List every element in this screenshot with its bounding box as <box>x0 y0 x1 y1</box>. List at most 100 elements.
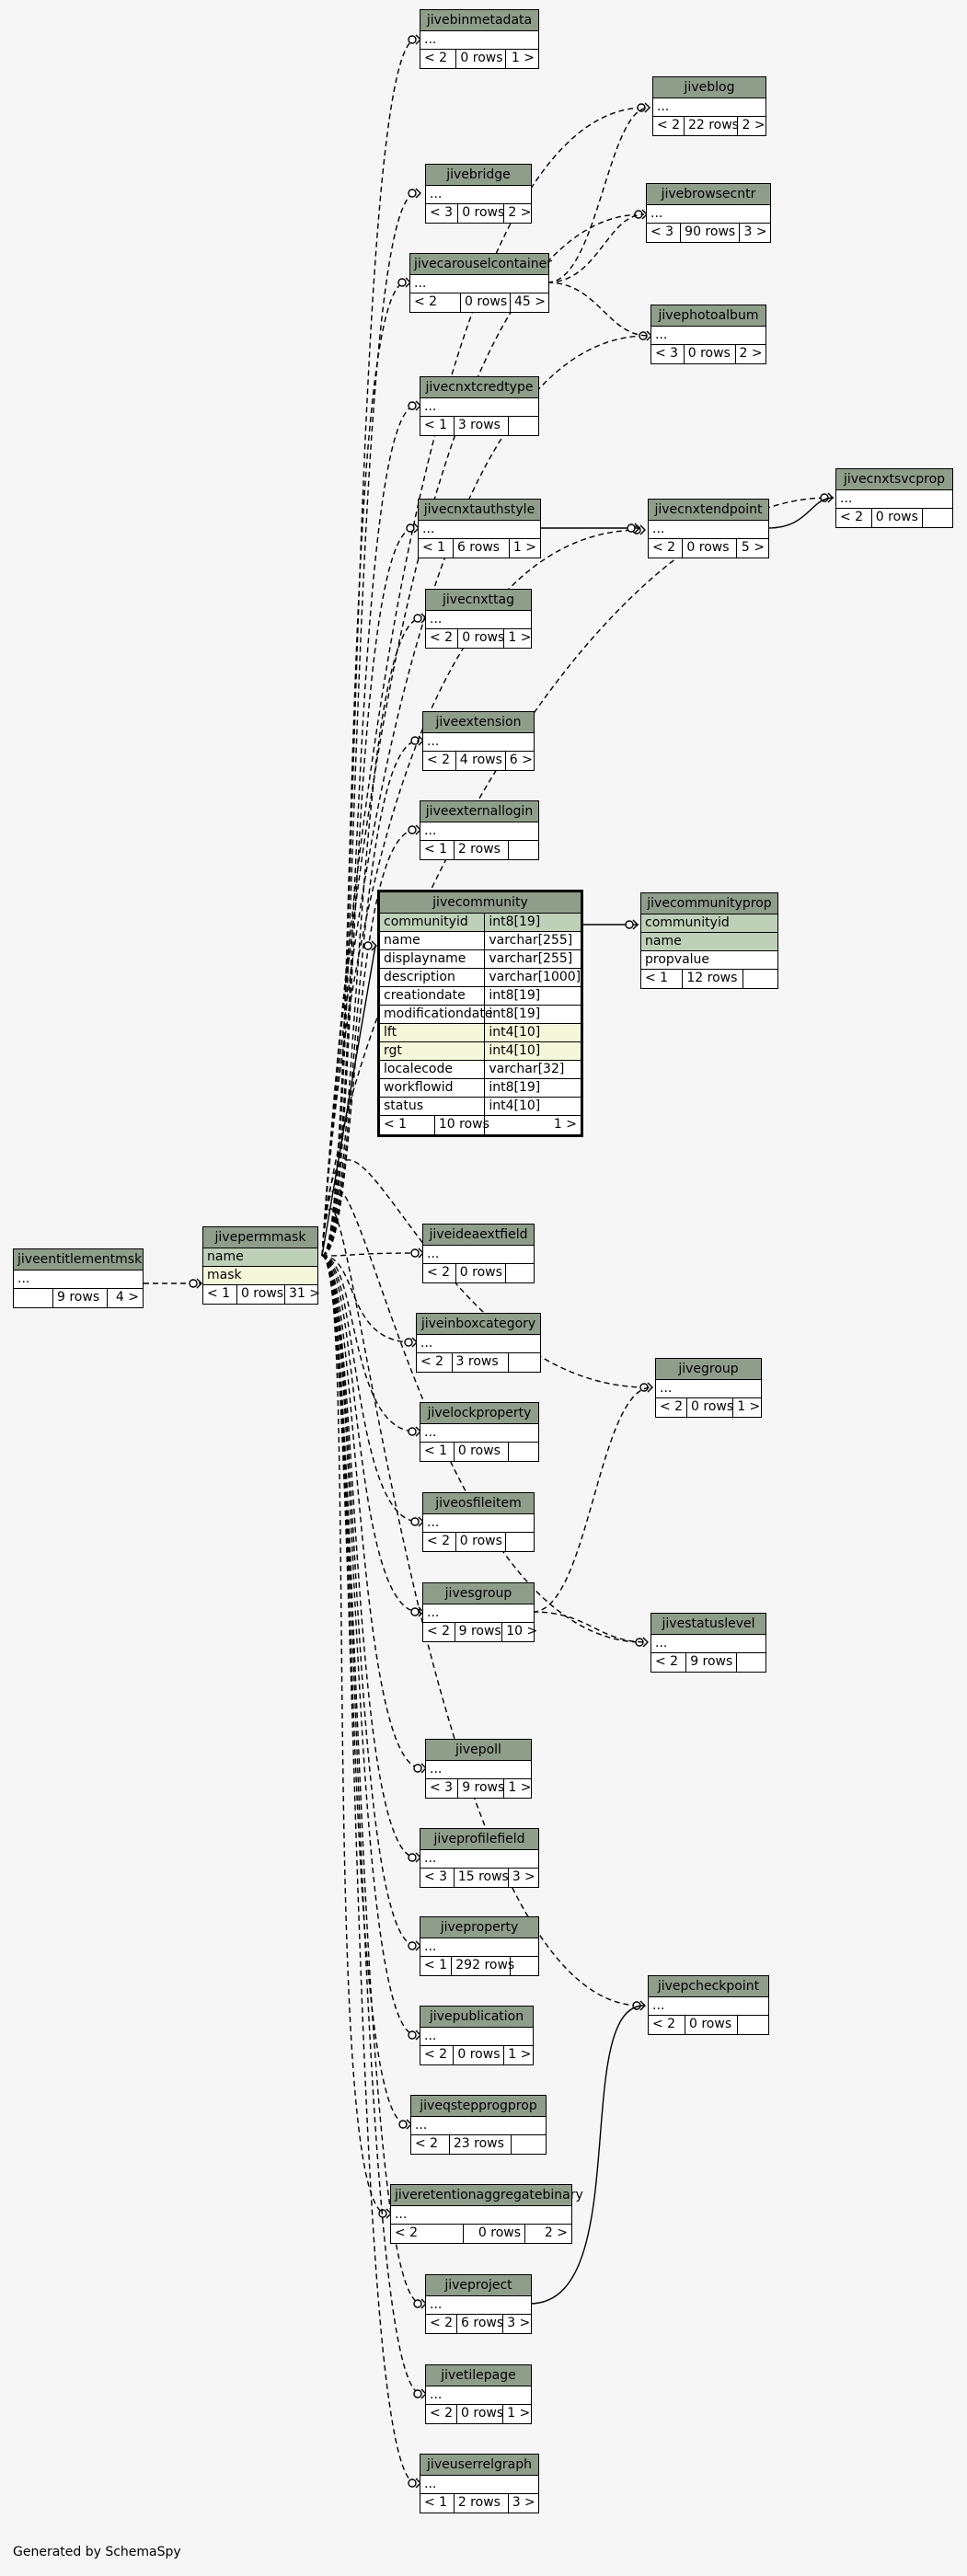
row-count: 0 rows <box>453 2046 503 2064</box>
parents-count: < 2 <box>652 2017 676 2031</box>
children-count <box>922 509 952 527</box>
table-name: jivebridge <box>426 165 531 186</box>
relationship-line <box>321 1252 420 1257</box>
relationship-line <box>321 335 648 1257</box>
column-placeholder: ... <box>840 491 853 506</box>
table-name: jiveosfileitem <box>423 1493 534 1514</box>
parents-count: < 1 <box>645 971 669 985</box>
row-count: 6 rows <box>456 2315 503 2333</box>
relationship-endpoint <box>408 189 417 198</box>
parents-count: < 2 <box>424 2047 448 2062</box>
column-placeholder: ... <box>655 328 668 342</box>
column-type: int8[19] <box>484 1079 581 1097</box>
relationship-endpoint <box>627 523 636 533</box>
row-count: 0 rows <box>457 204 504 223</box>
crowfoot-mark <box>639 2000 646 2011</box>
row-count: 9 rows <box>52 1289 107 1307</box>
parents-count: < 2 <box>430 2406 454 2421</box>
children-count: 2 > <box>503 204 531 223</box>
column-placeholder: ... <box>427 1605 440 1620</box>
column-placeholder: ... <box>424 399 437 414</box>
children-count: 1 > <box>503 1779 531 1798</box>
table-name: jiveuserrelgraph <box>420 2455 538 2476</box>
parents-count: < 2 <box>420 1354 444 1369</box>
relationship-line <box>547 282 650 337</box>
column-type: int4[10] <box>484 1042 581 1060</box>
row-count: 23 rows <box>448 2135 511 2154</box>
children-count: 31 > <box>284 1285 320 1304</box>
row-count: 9 rows <box>457 1779 504 1798</box>
column-type: int4[10] <box>484 1098 581 1115</box>
relationship-endpoint <box>378 2209 387 2218</box>
children-count: 1 > <box>503 2046 533 2064</box>
parents-count: < 1 <box>422 540 446 555</box>
column-placeholder: ... <box>652 522 665 536</box>
column-placeholder: ... <box>427 1515 440 1530</box>
relationship-endpoint <box>413 614 422 623</box>
column-type: int4[10] <box>484 1024 581 1041</box>
parents-count: < 2 <box>840 510 864 524</box>
relationship-line <box>321 829 417 1257</box>
column-name: name <box>207 1249 244 1264</box>
table-name: jiveideaextfield <box>423 1225 534 1246</box>
relationship-line <box>321 1255 413 1343</box>
table-name: jiveproperty <box>420 1917 538 1938</box>
table-name: jivebinmetadata <box>420 10 538 31</box>
relationship-endpoint <box>625 920 634 929</box>
relationship-line <box>321 527 415 1257</box>
table-jivecommunityprop[interactable]: jivecommunityprop communityid name propv… <box>640 892 778 989</box>
row-count: 9 rows <box>454 1623 502 1641</box>
column-type: int8[19] <box>484 914 581 931</box>
relationship-line <box>321 1255 422 2305</box>
parents-count: < 1 <box>384 1117 408 1132</box>
parents-count: < 3 <box>424 1869 448 1884</box>
children-count <box>511 2135 546 2154</box>
children-count: 3 > <box>502 2315 531 2333</box>
column-placeholder: ... <box>430 2387 443 2402</box>
column-placeholder: ... <box>657 99 670 114</box>
table-name: jivecnxtendpoint <box>649 500 768 521</box>
row-count: 0 rows <box>685 2016 737 2034</box>
table-name: jivelockproperty <box>420 1403 538 1424</box>
crowfoot-mark <box>371 940 377 951</box>
relationship-endpoint <box>413 2389 422 2398</box>
column-placeholder: ... <box>655 1636 668 1650</box>
table-name: jivecnxttag <box>426 590 531 611</box>
column-placeholder: ... <box>427 1247 440 1261</box>
table-name: jivestatuslevel <box>651 1614 766 1635</box>
